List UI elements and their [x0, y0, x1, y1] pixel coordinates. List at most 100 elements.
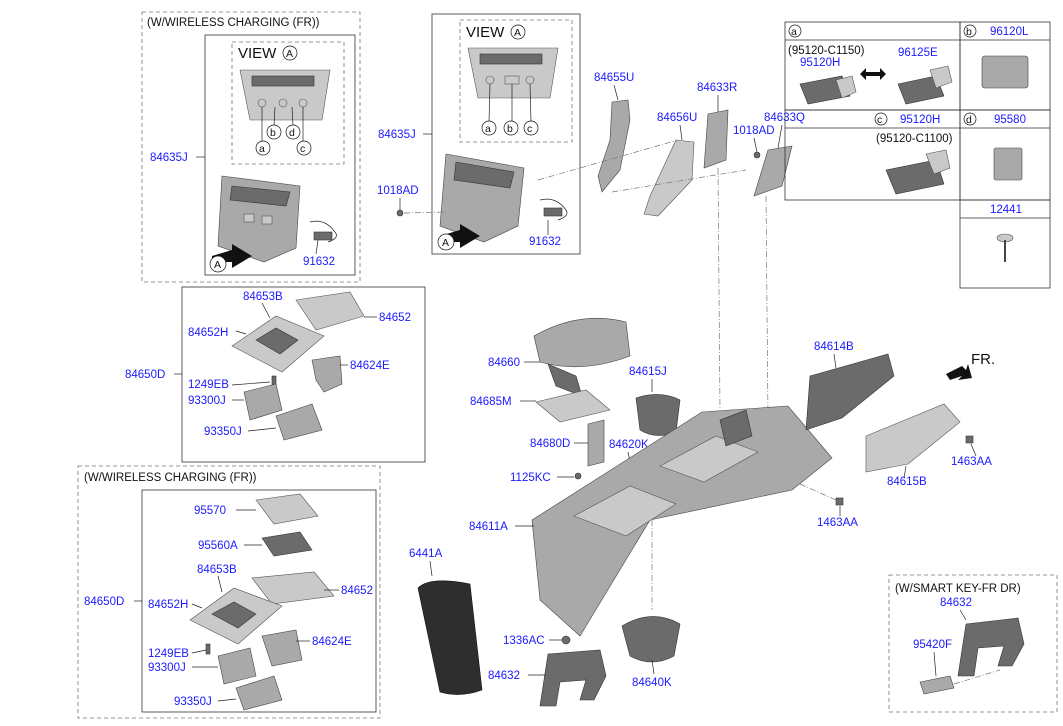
part-1249EB-top[interactable]: 1249EB: [188, 379, 229, 391]
callout-b-left: b: [270, 127, 276, 139]
arrow-a-circle-left: [209, 255, 227, 273]
shift-panel-84652H-top: [231, 315, 325, 373]
side-panel-84614B: [805, 353, 895, 431]
legend-part-95580[interactable]: 95580: [994, 114, 1026, 126]
switch-93300J-bottom: [217, 647, 257, 685]
callout-c-mid: c: [527, 123, 532, 135]
part-91632-left[interactable]: 91632: [303, 256, 335, 268]
part-84653B-top[interactable]: 84653B: [243, 291, 283, 303]
part-84653B-bottom[interactable]: 84653B: [197, 564, 237, 576]
bolt-1125KC: [574, 472, 582, 480]
part-1336AC[interactable]: 1336AC: [503, 635, 545, 647]
legend-variant-a: (95120-C1150): [788, 45, 865, 57]
legend-part-95120H-a[interactable]: 95120H: [800, 57, 840, 69]
part-84640K[interactable]: 84640K: [632, 677, 672, 689]
tray-84640K: [621, 616, 681, 663]
part-84635J-mid[interactable]: 84635J: [378, 129, 416, 141]
callout-c-left: c: [300, 143, 305, 155]
mat-6441A: [417, 580, 483, 695]
screw-1463AA-right: [965, 435, 974, 444]
part-84650D-top[interactable]: 84650D: [125, 369, 165, 381]
part-93350J-top[interactable]: 93350J: [204, 426, 242, 438]
part-1018AD-left[interactable]: 1018AD: [377, 185, 419, 197]
view-a-box-mid: [459, 19, 573, 143]
part-84652H-top[interactable]: 84652H: [188, 327, 228, 339]
charger-95560A: [261, 531, 313, 557]
part-1463AA-mid[interactable]: 1463AA: [817, 517, 858, 529]
bolt-1018AD-right: [753, 151, 761, 159]
trim-84633R: [703, 109, 729, 169]
legend-part-95120H-c[interactable]: 95120H: [900, 114, 940, 126]
wireless-charging-top-frame: [141, 11, 361, 283]
part-1463AA-right[interactable]: 1463AA: [951, 456, 992, 468]
switch-panel-illustration-left: [239, 69, 331, 121]
part-84624E-bottom[interactable]: 84624E: [312, 636, 352, 648]
part-6441A[interactable]: 6441A: [409, 548, 443, 560]
part-95560A[interactable]: 95560A: [198, 540, 238, 552]
legend-letter-d: d: [966, 114, 972, 126]
part-84656U[interactable]: 84656U: [657, 112, 697, 124]
legend-variant-c: (95120-C1100): [876, 133, 953, 145]
view-a-label-mid: VIEW: [466, 24, 505, 41]
legend-circle-d: [963, 112, 977, 126]
part-91632-mid[interactable]: 91632: [529, 236, 561, 248]
bracket-84632-right: [957, 617, 1025, 677]
part-84633Q[interactable]: 84633Q: [764, 112, 805, 124]
antenna-95420F: [919, 675, 955, 695]
part-84635J-left[interactable]: 84635J: [150, 152, 188, 164]
smart-key-caption: (W/SMART KEY-FR DR): [895, 583, 1021, 595]
part-95570[interactable]: 95570: [194, 505, 226, 517]
part-1018AD-right[interactable]: 1018AD: [733, 125, 775, 137]
connector-84624E-top: [311, 355, 343, 393]
arrow-a-letter-left: A: [214, 259, 221, 271]
bolt-1018AD-left: [396, 209, 404, 217]
connector-84624E-bottom: [261, 629, 303, 667]
shift-panel-84652H-bottom: [189, 587, 283, 645]
part-84632-mid[interactable]: 84632: [488, 670, 520, 682]
view-a-circle-left: [282, 45, 298, 61]
bracket-84652-top: [295, 291, 365, 331]
assembly-box-84635J-left: [204, 34, 356, 276]
part-84680D[interactable]: 84680D: [530, 438, 570, 450]
callouts-mid: a b c: [481, 83, 539, 136]
legend-part-12441[interactable]: 12441: [990, 204, 1022, 216]
part-84650D-bottom[interactable]: 84650D: [84, 596, 124, 608]
legend-letter-b: b: [966, 26, 972, 38]
wireless-charging-bottom-frame: [77, 465, 381, 719]
legend-circle-c: [874, 112, 888, 126]
part-95420F[interactable]: 95420F: [913, 639, 952, 651]
part-84611A[interactable]: 84611A: [469, 521, 508, 533]
bracket-84635J-mid: [439, 153, 525, 243]
part-93300J-top[interactable]: 93300J: [188, 395, 226, 407]
nut-1336AC: [561, 635, 571, 645]
view-a-box-left: [231, 41, 345, 165]
part-84624E-top[interactable]: 84624E: [350, 360, 390, 372]
part-84620K[interactable]: 84620K: [609, 439, 649, 451]
part-84652-bottom[interactable]: 84652: [341, 585, 373, 597]
callout-b-mid: b: [507, 123, 513, 135]
callouts-left: b d a c: [255, 106, 312, 156]
switch-93350J-bottom: [235, 675, 283, 711]
side-panel-84615B: [865, 403, 961, 473]
part-84652H-bottom[interactable]: 84652H: [148, 599, 188, 611]
legend-letter-c: c: [877, 114, 882, 126]
part-84655U[interactable]: 84655U: [594, 72, 634, 84]
part-84660[interactable]: 84660: [488, 357, 520, 369]
wireless-bottom-caption: (W/WIRELESS CHARGING (FR)): [84, 472, 257, 484]
part-93350J-bottom[interactable]: 93350J: [174, 696, 212, 708]
part-84615B[interactable]: 84615B: [887, 476, 927, 488]
front-indicator: FR.: [971, 351, 995, 368]
part-84652-top[interactable]: 84652: [379, 312, 411, 324]
part-84614B[interactable]: 84614B: [814, 341, 854, 353]
callout-d-left: d: [289, 127, 295, 139]
part-84632-right[interactable]: 84632: [940, 597, 972, 609]
part-93300J-bottom[interactable]: 93300J: [148, 662, 186, 674]
legend-part-96125E[interactable]: 96125E: [898, 47, 938, 59]
legend-part-96120L[interactable]: 96120L: [990, 26, 1029, 38]
part-84633R[interactable]: 84633R: [697, 82, 737, 94]
part-1125KC[interactable]: 1125KC: [510, 472, 551, 484]
trim-84633Q: [753, 145, 793, 197]
part-1249EB-bottom[interactable]: 1249EB: [148, 648, 189, 660]
part-84615J[interactable]: 84615J: [629, 366, 667, 378]
part-84685M[interactable]: 84685M: [470, 396, 512, 408]
